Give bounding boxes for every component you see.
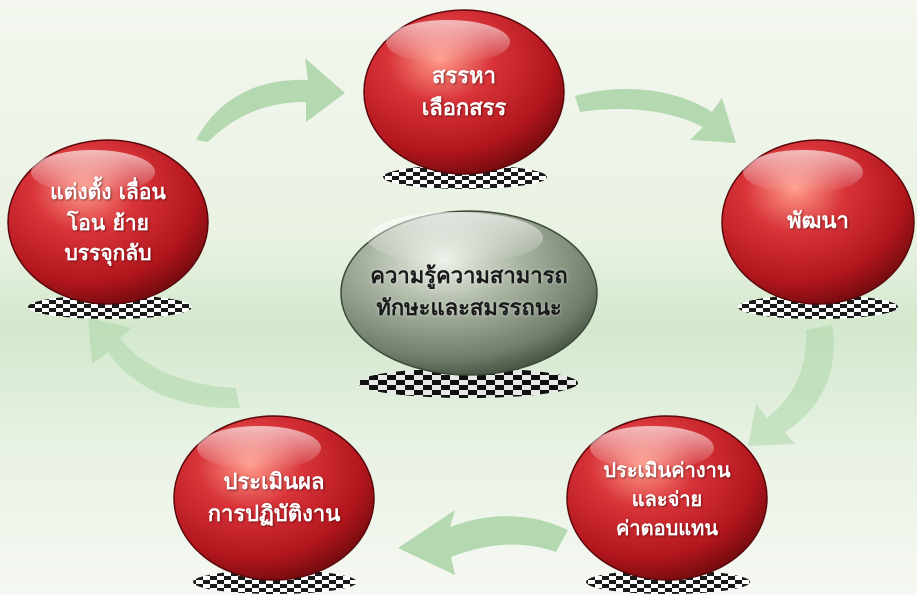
compensation-label: ประเมินค่างาน และจ่าย ค่าตอบแทน bbox=[572, 446, 762, 552]
arrow-appointment-to-recruit bbox=[196, 58, 345, 142]
node-performance bbox=[173, 415, 375, 581]
performance-label: ประเมินผล การปฏิบัติงาน bbox=[179, 454, 369, 544]
compensation-label-line-2: และจ่าย bbox=[631, 486, 703, 511]
base-performance bbox=[193, 570, 357, 594]
develop-label-line-1: พัฒนา bbox=[787, 209, 849, 235]
arrow-compensation-to-performance bbox=[398, 510, 568, 575]
recruit-label-line-1: สรรหา bbox=[432, 64, 496, 90]
node-compensation bbox=[566, 415, 768, 581]
center-label-line-2: ทักษะและสมรรถนะ bbox=[376, 296, 562, 321]
arrow-performance-to-appointment bbox=[88, 318, 240, 409]
node-recruit bbox=[363, 9, 565, 175]
base-center bbox=[358, 368, 578, 398]
node-develop bbox=[721, 139, 915, 305]
recruit-label-line-2: เลือกสรร bbox=[421, 96, 507, 121]
arrow-recruit-to-develop bbox=[575, 89, 736, 143]
center-label-line-1: ความรู้ความสามารถ bbox=[370, 264, 568, 290]
performance-label-line-1: ประเมินผล bbox=[223, 470, 325, 496]
node-appointment bbox=[7, 139, 209, 305]
develop-label: พัฒนา bbox=[728, 192, 908, 252]
appointment-label-line-3: บรรจุกลับ bbox=[64, 241, 152, 266]
compensation-label-line-1: ประเมินค่างาน bbox=[603, 457, 731, 482]
appointment-label: แต่งตั้ง เลื่อน โอน ย้าย บรรจุกลับ bbox=[13, 170, 203, 276]
performance-label-line-2: การปฏิบัติงาน bbox=[207, 502, 341, 527]
node-bases bbox=[28, 165, 898, 594]
base-develop bbox=[738, 295, 898, 319]
recruit-label: สรรหา เลือกสรร bbox=[374, 48, 554, 138]
appointment-label-line-1: แต่งตั้ง เลื่อน bbox=[50, 180, 166, 205]
arrow-develop-to-compensation bbox=[748, 325, 834, 446]
cycle-arrows bbox=[88, 58, 834, 575]
base-appointment bbox=[28, 295, 192, 319]
base-recruit bbox=[383, 165, 547, 189]
center-label: ความรู้ความสามารถ ทักษะและสมรรถนะ bbox=[341, 238, 597, 348]
base-compensation bbox=[586, 570, 750, 594]
center-node bbox=[340, 210, 598, 376]
appointment-label-line-2: โอน ย้าย bbox=[67, 210, 149, 235]
compensation-label-line-3: ค่าตอบแทน bbox=[615, 515, 719, 540]
